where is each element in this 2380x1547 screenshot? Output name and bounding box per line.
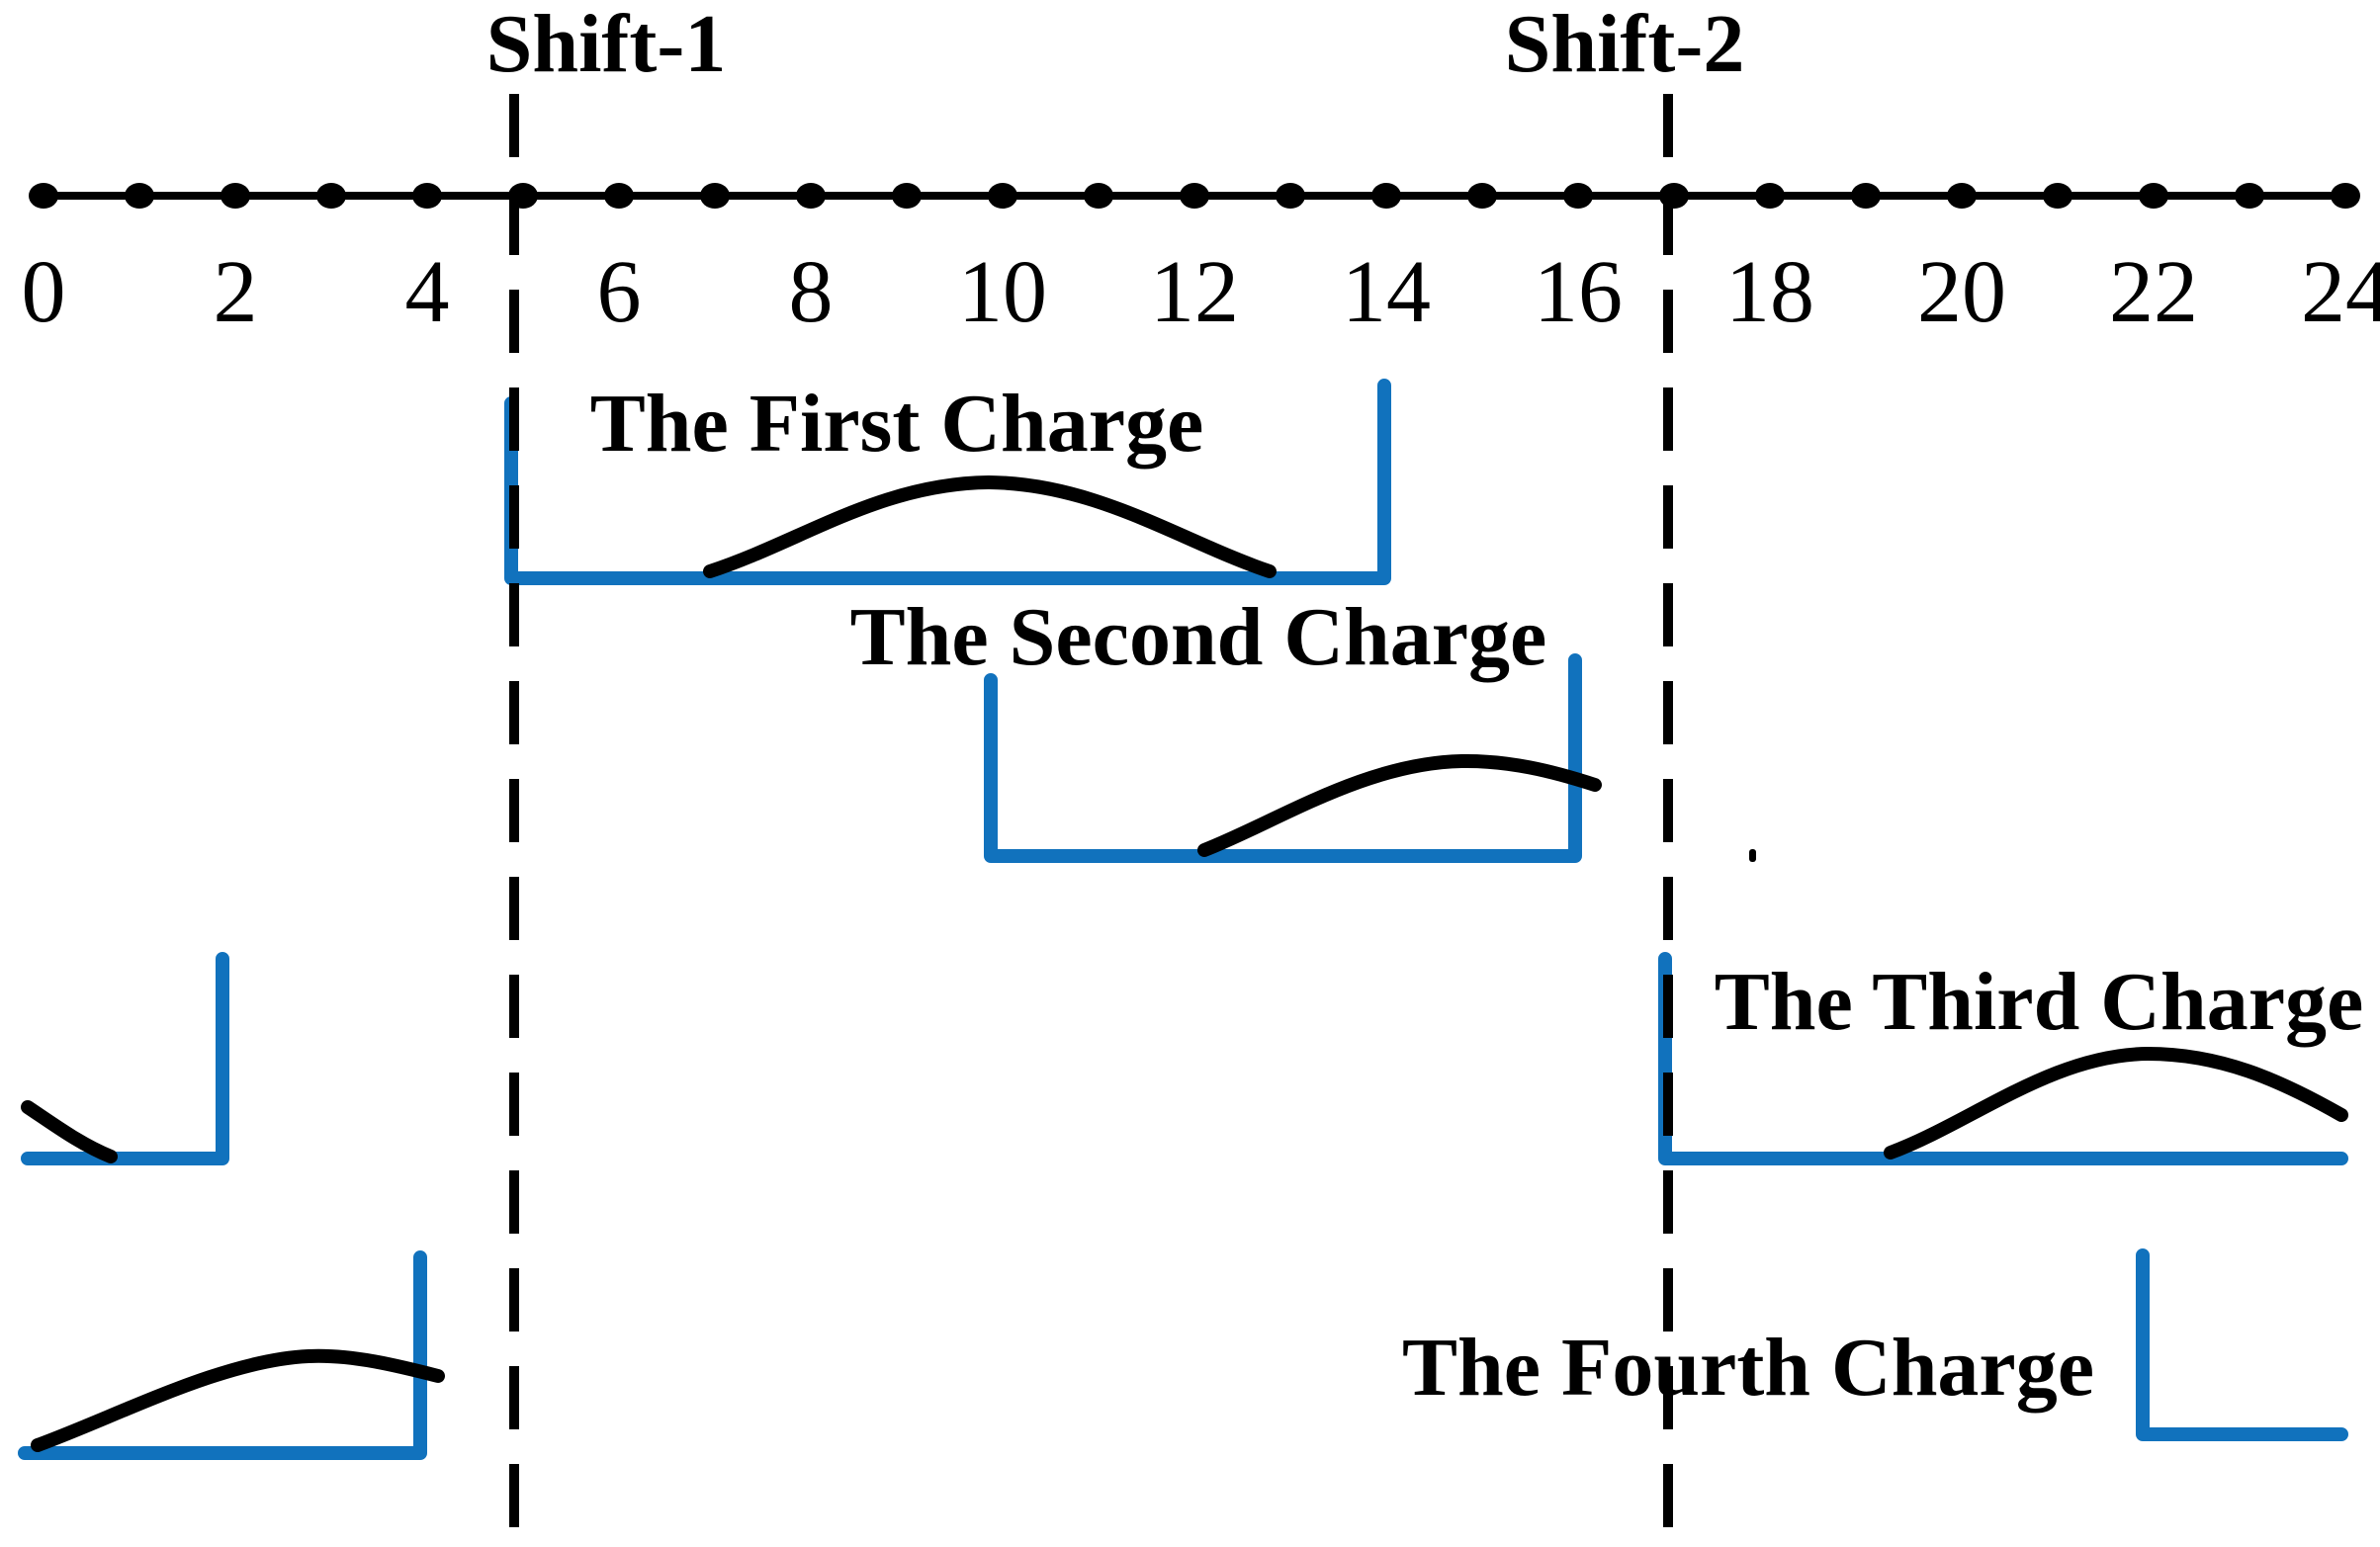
charge-fourth-wrap-bracket (18, 1250, 427, 1460)
axis-dot (1851, 183, 1881, 209)
charge-third: The Third Charge (21, 952, 2364, 1165)
tick-label-6: 6 (597, 243, 642, 341)
axis-dot (1755, 183, 1785, 209)
axis-dot (796, 183, 826, 209)
charge-fourth-label: The Fourth Charge (1402, 1322, 2094, 1414)
charge-second: The Second Charge (850, 591, 1756, 863)
axis-dot (2235, 183, 2264, 209)
axis-dot (892, 183, 922, 209)
axis-dot (988, 183, 1017, 209)
axis-dots (29, 183, 2360, 209)
axis-dot (412, 183, 442, 209)
axis-dot (2331, 183, 2360, 209)
shift2-label: Shift-2 (1505, 0, 1745, 90)
axis-dot (604, 183, 634, 209)
tick-label-24: 24 (2301, 243, 2380, 341)
hour-axis: 0 2 4 6 8 10 12 14 16 18 20 22 24 (22, 183, 2380, 341)
charge-second-bracket (984, 653, 1582, 863)
charge-fourth-wrap-demand-curve (31, 1348, 445, 1452)
axis-dot (1947, 183, 1977, 209)
axis-dot (1180, 183, 1209, 209)
charge-third-wrap-bracket (21, 952, 229, 1165)
charge-second-demand-curve (1197, 753, 1602, 857)
tick-label-20: 20 (1917, 243, 2006, 341)
tick-label-12: 12 (1150, 243, 1239, 341)
axis-dot (316, 183, 346, 209)
charge-second-label: The Second Charge (850, 591, 1547, 683)
charge-fourth: The Fourth Charge (18, 1248, 2348, 1460)
axis-dot (1276, 183, 1305, 209)
axis-dot (1563, 183, 1593, 209)
tick-label-22: 22 (2109, 243, 2198, 341)
charge-third-label: The Third Charge (1715, 956, 2364, 1048)
tick-label-18: 18 (1725, 243, 1814, 341)
axis-dot (1467, 183, 1497, 209)
axis-dot (2043, 183, 2072, 209)
charge-fourth-bracket (2136, 1248, 2348, 1441)
stray-mark (1749, 849, 1756, 862)
axis-dot (29, 183, 58, 209)
tick-label-2: 2 (214, 243, 258, 341)
shift-boundaries (509, 94, 1673, 1544)
axis-dot (125, 183, 154, 209)
axis-dot (700, 183, 730, 209)
axis-dot (220, 183, 250, 209)
tick-label-0: 0 (22, 243, 66, 341)
axis-tick-labels: 0 2 4 6 8 10 12 14 16 18 20 22 24 (22, 243, 2380, 341)
tick-label-10: 10 (958, 243, 1047, 341)
tick-label-14: 14 (1342, 243, 1431, 341)
charge-third-demand-curve (1884, 1046, 2348, 1160)
charge-first-label: The First Charge (590, 378, 1204, 470)
axis-dot (2139, 183, 2168, 209)
charge-first: The First Charge (504, 378, 1391, 585)
axis-dot (1371, 183, 1401, 209)
tick-label-8: 8 (789, 243, 834, 341)
charge-first-demand-curve (703, 474, 1277, 578)
charge-third-wrap-curve-tail (21, 1100, 118, 1163)
tick-label-16: 16 (1534, 243, 1623, 341)
tick-label-4: 4 (405, 243, 450, 341)
axis-dot (1084, 183, 1113, 209)
shift-headers: Shift-1 Shift-2 (486, 0, 1745, 90)
shift1-label: Shift-1 (486, 0, 727, 90)
